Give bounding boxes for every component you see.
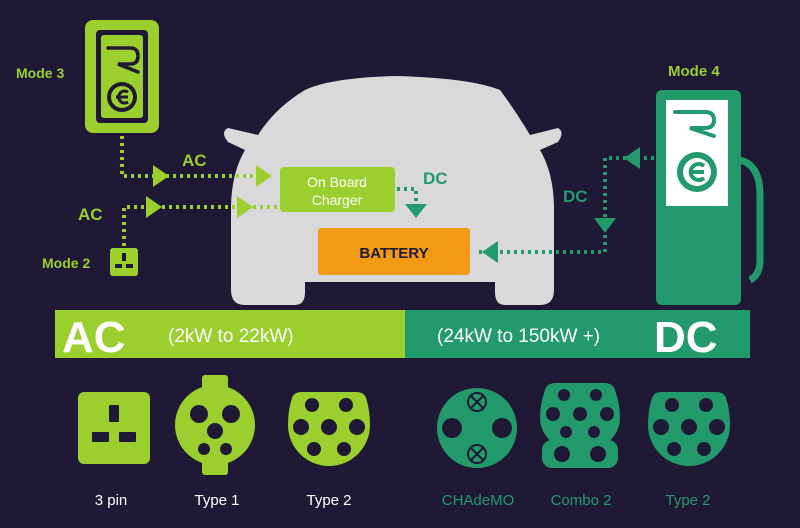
connector-label-combo-2: Combo 2 bbox=[551, 492, 612, 509]
3-pin-plug-icon bbox=[78, 392, 150, 464]
ac-banner-title: AC bbox=[62, 313, 126, 362]
arrow-right-icon bbox=[256, 165, 272, 187]
arrow-right-icon bbox=[153, 165, 169, 187]
dc-power-range: (24kW to 150kW +) bbox=[437, 326, 600, 347]
connector-label-type-2-ac: Type 2 bbox=[306, 492, 351, 509]
charger-logo-icon bbox=[106, 46, 140, 74]
connector-label-chademo: CHAdeMO bbox=[442, 492, 515, 509]
power-range-banner: AC (2kW to 22kW) (24kW to 150kW +) DC bbox=[55, 310, 750, 362]
ac-banner bbox=[55, 310, 405, 358]
ac-flow-mode-3 bbox=[120, 136, 272, 187]
dc-flow-onboard-to-battery bbox=[397, 187, 427, 218]
arrow-down-icon bbox=[405, 204, 427, 218]
ac-flow-mode-2 bbox=[122, 196, 278, 246]
arrow-left-icon bbox=[624, 147, 640, 169]
battery-label: BATTERY bbox=[359, 245, 428, 262]
mode-2-label: Mode 2 bbox=[42, 255, 90, 271]
dc-banner-title: DC bbox=[654, 313, 718, 362]
type-2-connector-icon bbox=[288, 392, 370, 466]
ac-flow-label-top: AC bbox=[182, 151, 207, 170]
mode-4-label: Mode 4 bbox=[668, 63, 720, 80]
connector-label-type-2-dc: Type 2 bbox=[665, 492, 710, 509]
battery-box: BATTERY bbox=[318, 228, 470, 275]
combo-2-connector-icon bbox=[540, 383, 620, 468]
dc-flow-mode-4 bbox=[476, 147, 654, 263]
ac-flow-label-left: AC bbox=[78, 205, 103, 224]
connector-label-type-1: Type 1 bbox=[194, 492, 239, 509]
arrow-right-icon bbox=[146, 196, 162, 218]
mode-4-rapid-charger bbox=[656, 90, 764, 305]
type-2-dc-connector-icon bbox=[648, 392, 730, 466]
arrow-down-icon bbox=[594, 218, 616, 233]
chademo-connector-icon bbox=[437, 388, 517, 468]
dc-flow-label-onboard: DC bbox=[423, 169, 448, 188]
onboard-charger-label-line1: On Board bbox=[307, 174, 367, 190]
mode-3-label: Mode 3 bbox=[16, 65, 64, 81]
charger-logo-icon bbox=[673, 110, 717, 138]
dc-banner bbox=[405, 310, 750, 358]
onboard-charger-label-line2: Charger bbox=[312, 192, 363, 208]
ac-power-range: (2kW to 22kW) bbox=[168, 326, 294, 347]
dc-flow-label-right: DC bbox=[563, 187, 588, 206]
arrow-right-icon bbox=[237, 196, 253, 218]
onboard-charger-box: On Board Charger bbox=[280, 167, 395, 212]
mode-3-wallbox-charger bbox=[85, 20, 159, 133]
arrow-left-icon bbox=[482, 241, 498, 263]
type-1-connector-icon bbox=[175, 375, 255, 475]
connector-label-3-pin: 3 pin bbox=[95, 492, 128, 509]
mode-2-socket-icon bbox=[110, 248, 138, 276]
